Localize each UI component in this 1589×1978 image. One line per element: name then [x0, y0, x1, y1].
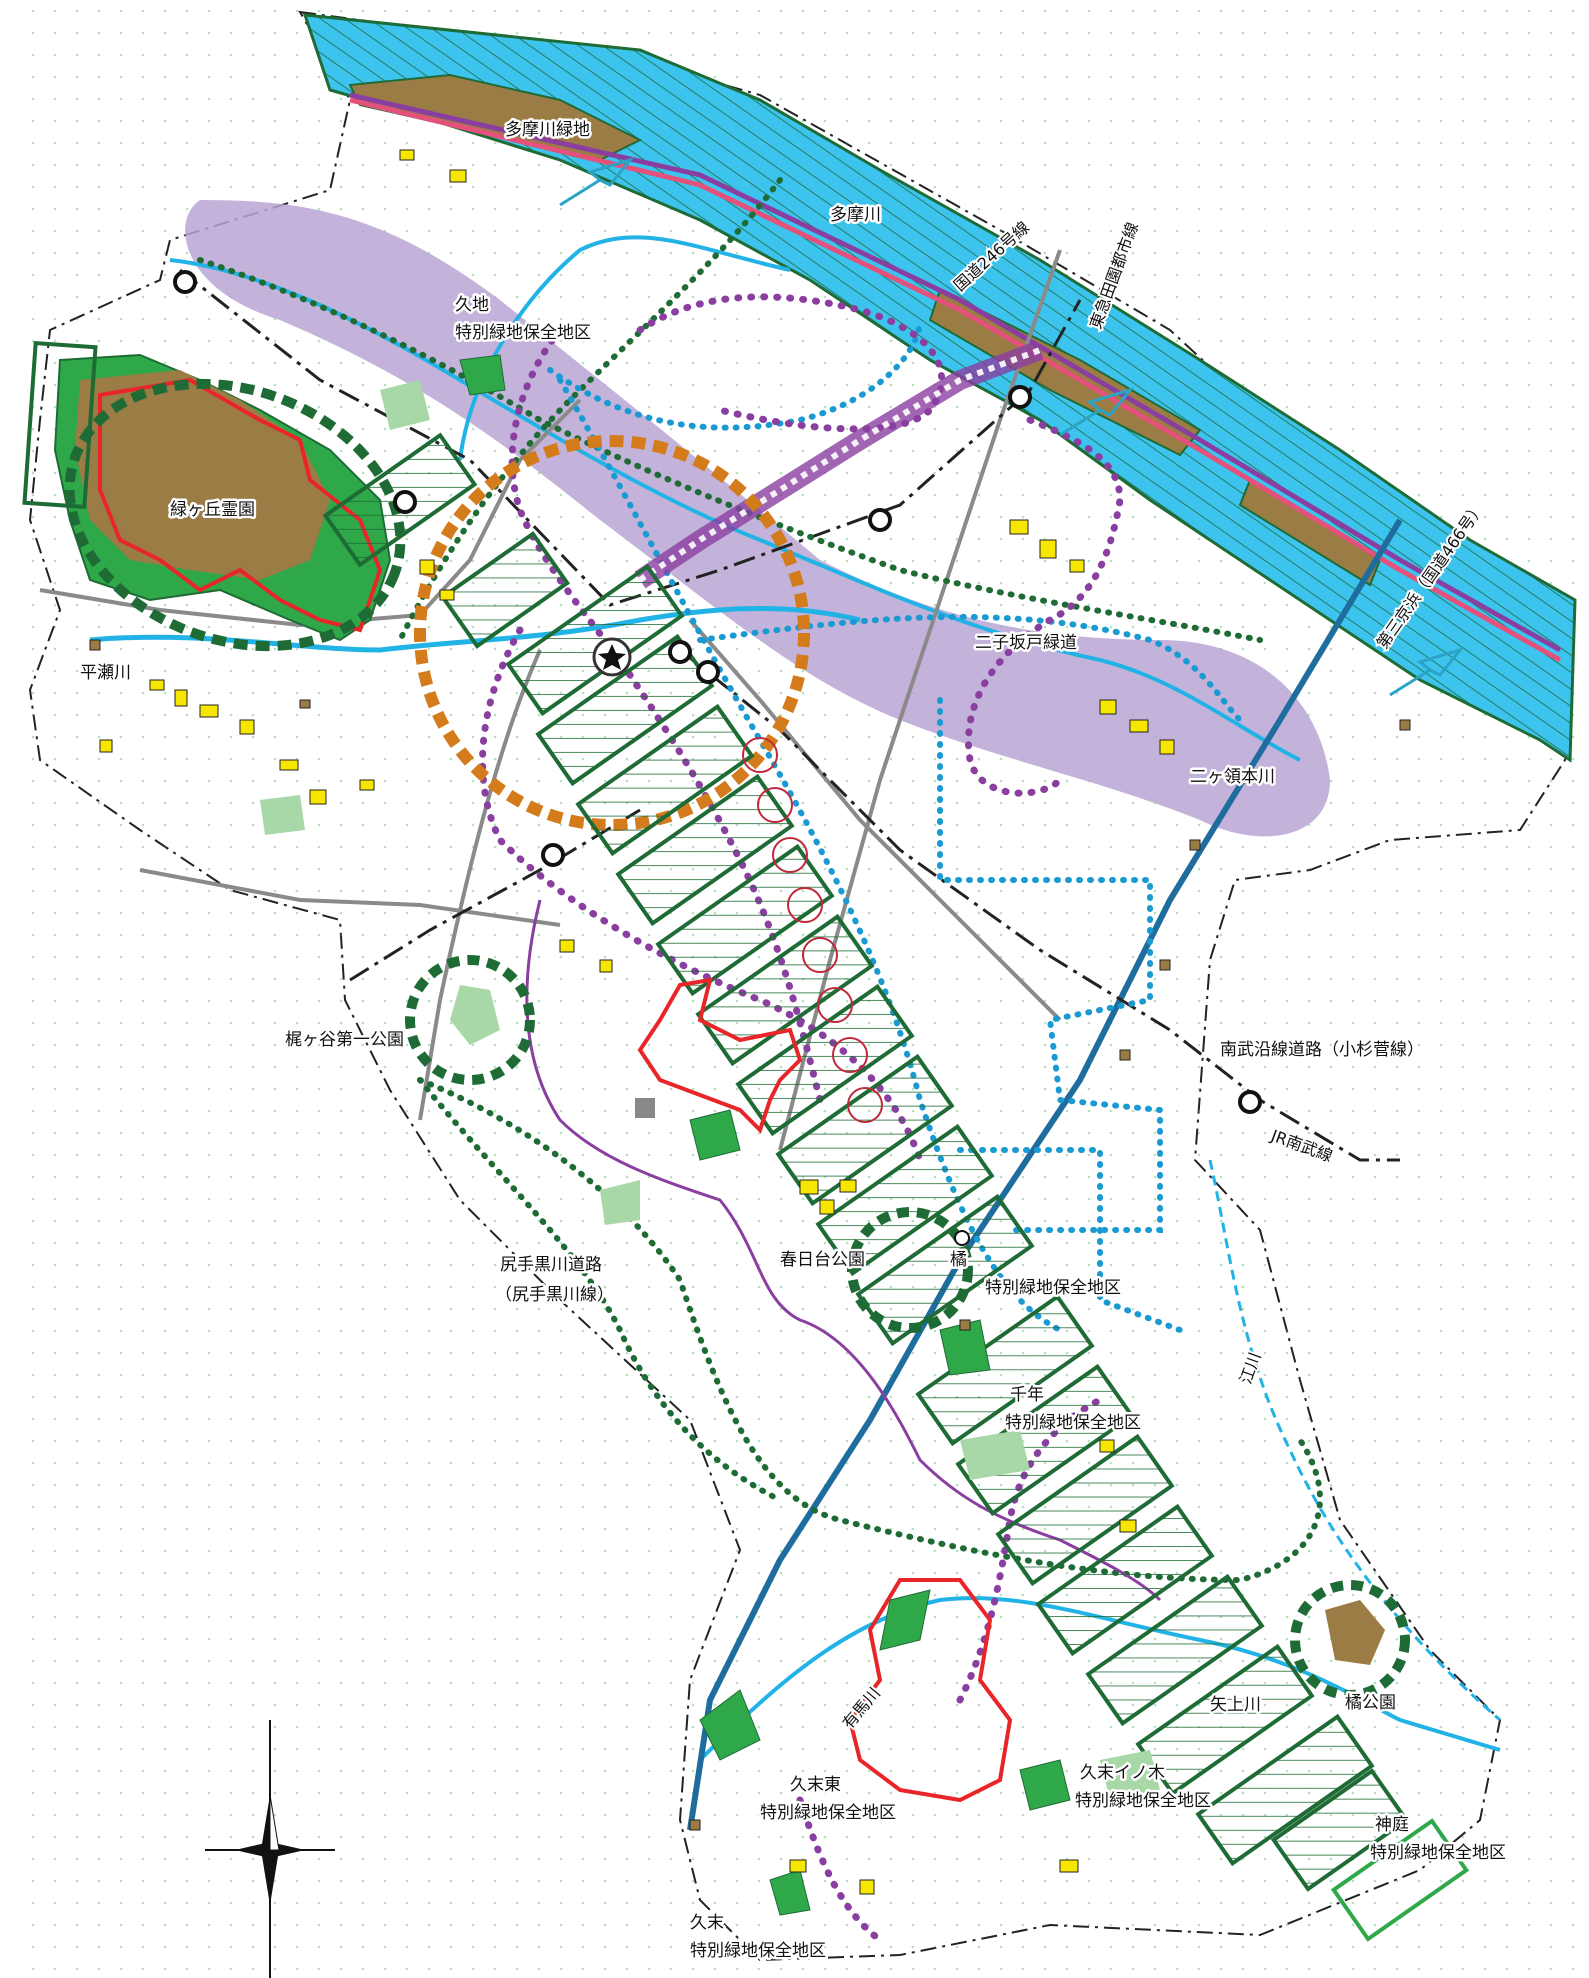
kajigaya-park-ring: [405, 955, 535, 1085]
south-railway: [349, 808, 641, 982]
label-kuji-1: 久地: [455, 295, 489, 315]
label-midorigaoka: 緑ヶ丘霊園: [170, 500, 255, 520]
label-hisasue-higashi-2: 特別緑地保全地区: [760, 1803, 896, 1823]
egawa-river: [1208, 1159, 1501, 1722]
red-ring-chain: [742, 737, 883, 1123]
label-kanba-1: 神庭: [1375, 1815, 1409, 1835]
gray-road-3: [688, 618, 1062, 1022]
central-red-outline: [637, 977, 803, 1134]
midorigaoka-dashed-ring: [64, 378, 406, 652]
label-tachibana-park: 橘公園: [1345, 1693, 1396, 1713]
green-dot-corridor-1: [197, 257, 1263, 643]
hisasue-higashi-red-outline: [847, 1578, 1013, 1803]
label-chitose-1: 千年: [1010, 1385, 1044, 1405]
tachibana-park-fill: [1325, 1600, 1385, 1665]
label-tama-ryokuchi: 多摩川緑地: [505, 120, 590, 140]
midorigaoka-red-outline: [98, 377, 383, 633]
purple-dot-loop-2: [965, 416, 1124, 797]
double-arrow-icon: [559, 157, 1465, 697]
green-patches: [459, 354, 1071, 1916]
label-futago-ryokudo: 二子坂戸緑道: [975, 633, 1077, 653]
light-green-patches: [260, 380, 1160, 1800]
compass-rose-icon: [205, 1720, 335, 1978]
label-kajigaya: 梶ヶ谷第一公園: [285, 1030, 404, 1050]
label-chitose-2: 特別緑地保全地区: [1005, 1413, 1141, 1433]
green-conservation-blocks: [322, 432, 1410, 1892]
kajigaya-park-fill: [450, 985, 500, 1045]
midorigaoka-green-rect: [22, 340, 98, 510]
pink-rail-line: [349, 97, 1562, 663]
station-ring-icon: [1008, 385, 1032, 409]
yellow-building-clusters: [99, 149, 1175, 1895]
label-hirasegawa: 平瀬川: [80, 663, 131, 683]
label-nikaryo: 二ヶ領本川: [1190, 767, 1275, 787]
label-kuji-2: 特別緑地保全地区: [455, 323, 591, 343]
label-shirite-2: （尻手黒川線）: [495, 1285, 614, 1305]
kasugadai-park-ring: [847, 1207, 973, 1333]
brown-buildings: [89, 639, 1411, 1831]
station-ring-icon: [541, 843, 565, 867]
label-shirite-1: 尻手黒川道路: [500, 1255, 602, 1275]
tachibana-park-ring: [1290, 1580, 1410, 1700]
label-hisasue-1: 久末: [690, 1913, 724, 1933]
label-tachibana-2: 特別緑地保全地区: [985, 1278, 1121, 1298]
label-hisasue-inoki-2: 特別緑地保全地区: [1075, 1791, 1211, 1811]
star-circle-icon: [592, 637, 632, 677]
blue-dot-network-5: [957, 1147, 1183, 1333]
nikaryo-river: [169, 258, 1301, 762]
gray-road-5: [139, 868, 561, 927]
station-corridor-hatch: [638, 347, 1042, 583]
label-hisasue-2: 特別緑地保全地区: [690, 1941, 826, 1961]
denentoshi-railway: [179, 268, 1082, 607]
kanba-green-rect: [1330, 1818, 1470, 1942]
orange-focus-circle: [414, 435, 810, 831]
station-ring-icon: [173, 270, 197, 294]
station-ring-icon: [1238, 1090, 1262, 1114]
label-tamagawa: 多摩川: [830, 205, 881, 225]
purple-dot-loop-1: [636, 293, 945, 433]
green-dot-corridor-3: [417, 1077, 783, 1503]
gray-facility-square: [635, 1098, 655, 1118]
label-hisasue-higashi-1: 久末東: [790, 1775, 841, 1795]
small-station-ring-icon: [954, 1230, 970, 1246]
label-nambu-road: 南武沿線道路（小杉菅線）: [1220, 1040, 1424, 1060]
label-kasugadai: 春日台公園: [780, 1250, 865, 1270]
station-markers: [173, 270, 1262, 1114]
station-ring-icon: [868, 508, 892, 532]
purple-dot-path-6: [796, 1796, 884, 1944]
station-ring-icon: [393, 490, 417, 514]
station-ring-icon: [696, 660, 720, 684]
label-kanba-2: 特別緑地保全地区: [1370, 1843, 1506, 1863]
label-hisasue-inoki-1: 久末イノ木: [1080, 1763, 1165, 1783]
station-ring-icon: [668, 640, 692, 664]
label-tachibana-1: 橘: [950, 1250, 967, 1270]
label-yagamigawa: 矢上川: [1210, 1695, 1261, 1715]
route246-line: [349, 92, 1562, 653]
blue-dot-network-3: [937, 697, 1163, 1233]
